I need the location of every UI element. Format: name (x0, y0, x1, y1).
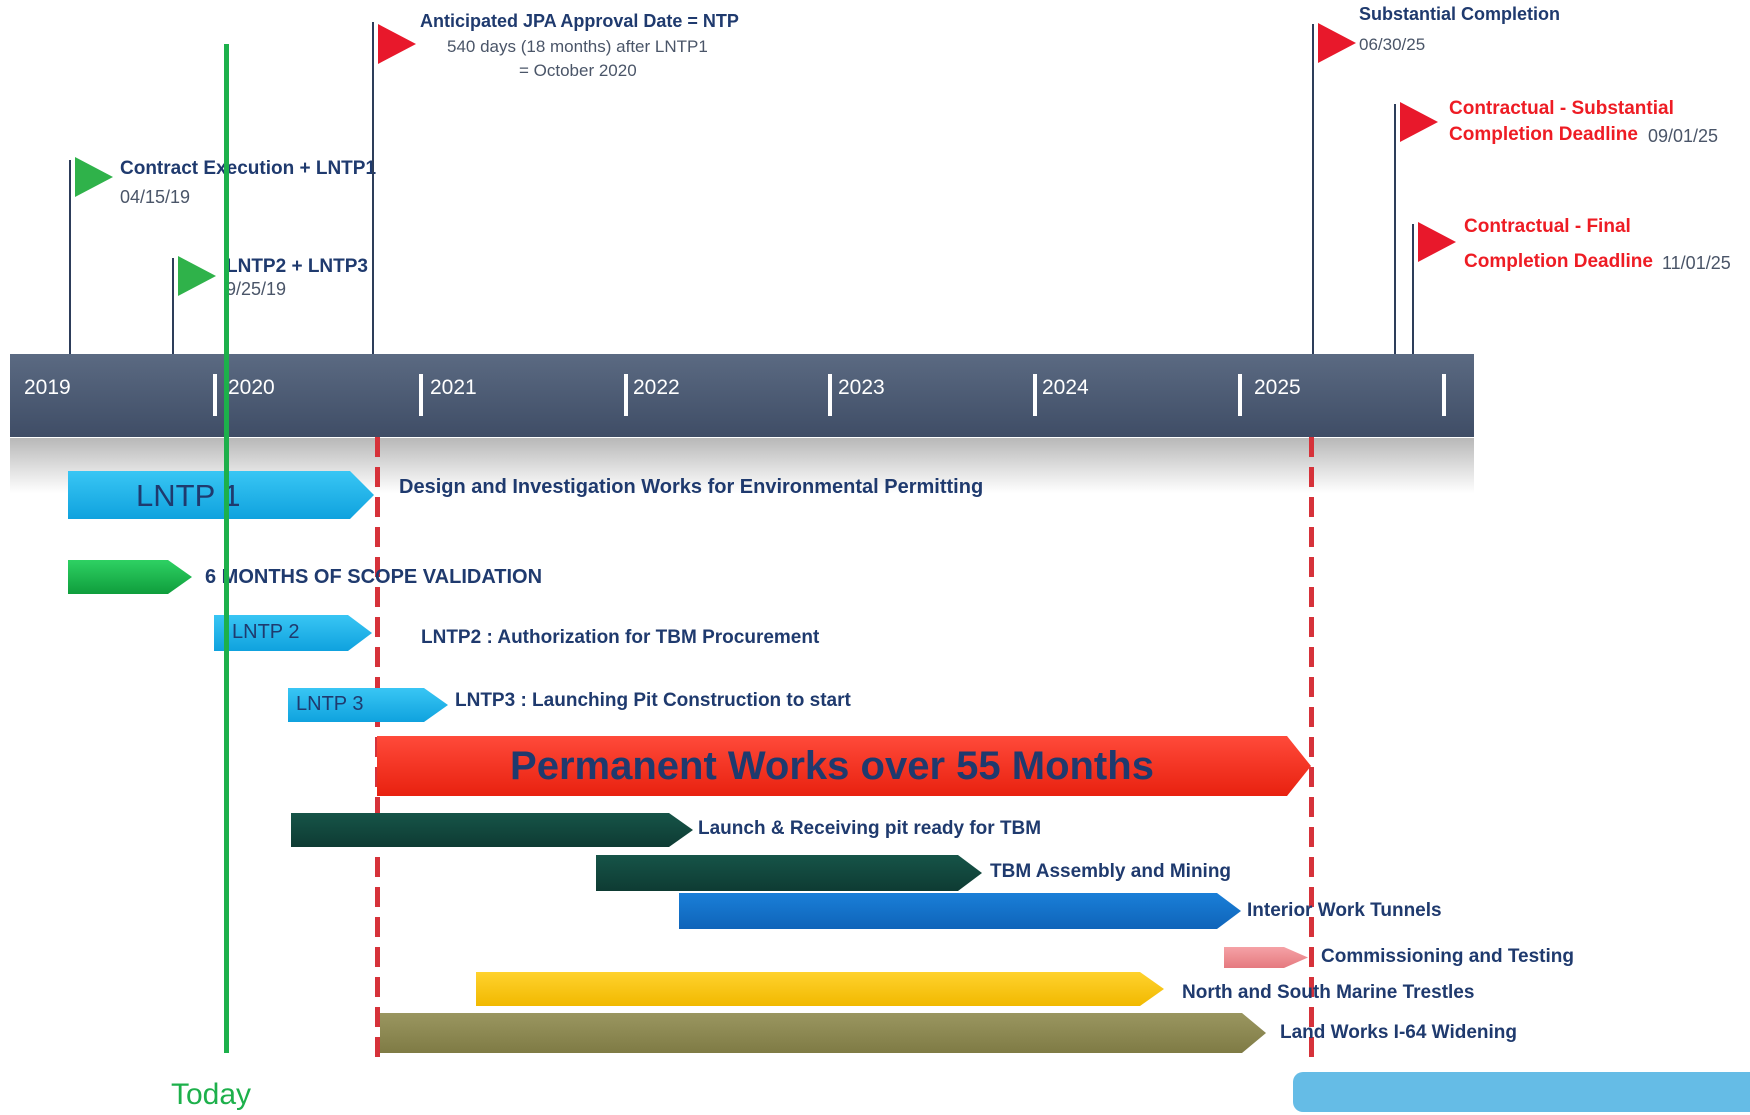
red-flag-icon (1400, 102, 1438, 142)
milestone-contractual-substantial-title1: Contractual - Substantial (1449, 98, 1674, 119)
milestone-pole-jpa (372, 22, 374, 354)
milestone-substantial-title: Substantial Completion (1359, 4, 1561, 24)
commissioning-label: Commissioning and Testing (1321, 946, 1574, 967)
tbm-bar (596, 855, 982, 891)
red-flag-icon (1418, 222, 1456, 262)
interior-work-bar (679, 893, 1241, 929)
permanent-works-label: Permanent Works over 55 Months (510, 744, 1154, 788)
year-tick (1442, 374, 1446, 416)
milestone-contractual-substantial-title2: Completion Deadline (1449, 124, 1638, 145)
timeline-band (10, 354, 1474, 437)
milestone-contractual-final-title1: Contractual - Final (1464, 216, 1631, 237)
lntp1-bar: LNTP 1 (68, 471, 374, 519)
year-label: 2025 (1254, 376, 1301, 399)
lntp2-bar-label: LNTP 2 (232, 621, 300, 643)
milestone-contract-date: 04/15/19 (120, 187, 191, 207)
year-tick (828, 374, 832, 416)
green-flag-icon (75, 157, 113, 197)
year-label: 2024 (1042, 376, 1089, 399)
year-tick (624, 374, 628, 416)
milestone-pole-contract (69, 160, 71, 354)
milestone-pole-lntp23 (172, 258, 174, 354)
lntp1-description: Design and Investigation Works for Envir… (399, 476, 984, 498)
land-works-label: Land Works I-64 Widening (1280, 1022, 1517, 1043)
year-tick (213, 374, 217, 416)
year-tick (1033, 374, 1037, 416)
milestone-pole-contractual-substantial (1394, 104, 1396, 354)
lntp1-bar-label: LNTP 1 (136, 478, 241, 513)
scope-validation-bar (68, 560, 192, 594)
milestone-jpa-title: Anticipated JPA Approval Date = NTP (420, 11, 739, 31)
milestone-pole-contractual-final (1412, 224, 1414, 354)
commissioning-bar (1224, 947, 1308, 968)
launch-pit-label: Launch & Receiving pit ready for TBM (698, 818, 1042, 839)
milestone-jpa-line1: 540 days (18 months) after LNTP1 (447, 37, 708, 56)
lntp2-description: LNTP2 : Authorization for TBM Procuremen… (421, 627, 820, 648)
lntp3-bar-label: LNTP 3 (296, 693, 364, 715)
year-label: 2019 (24, 376, 71, 399)
marine-trestles-label: North and South Marine Trestles (1182, 982, 1475, 1003)
completion-dashed-line (1309, 437, 1314, 1067)
milestone-contractual-substantial-date: 09/01/25 (1648, 126, 1719, 146)
red-flag-icon (378, 24, 416, 64)
milestone-pole-substantial (1312, 24, 1314, 354)
lntp3-bar: LNTP 3 (288, 688, 448, 722)
milestone-substantial-date: 06/30/25 (1359, 35, 1426, 54)
milestone-jpa-line2: = October 2020 (519, 61, 637, 80)
milestone-contract-title: Contract Execution + LNTP1 (120, 158, 377, 179)
year-tick (1238, 374, 1242, 416)
scope-validation-label: 6 MONTHS OF SCOPE VALIDATION (205, 566, 543, 588)
year-tick (419, 374, 423, 416)
lntp3-description: LNTP3 : Launching Pit Construction to st… (455, 690, 851, 711)
year-label: 2022 (633, 376, 680, 399)
red-flag-icon (1318, 23, 1356, 63)
milestone-lntp23-date: 9/25/19 (226, 279, 287, 299)
land-works-bar (380, 1013, 1266, 1053)
green-flag-icon (178, 256, 216, 296)
permanent-works-bar: Permanent Works over 55 Months (377, 736, 1311, 796)
launch-pit-bar (291, 813, 693, 847)
year-label: 2021 (430, 376, 477, 399)
lntp2-bar: LNTP 2 (214, 615, 372, 651)
milestone-contractual-final-date: 11/01/25 (1662, 253, 1731, 273)
milestone-lntp23-title: LNTP2 + LNTP3 (226, 256, 368, 277)
year-label: 2020 (228, 376, 275, 399)
marine-trestles-bar (476, 972, 1164, 1006)
year-label: 2023 (838, 376, 885, 399)
info-box (1293, 1072, 1750, 1112)
tbm-label: TBM Assembly and Mining (990, 861, 1232, 882)
today-line (224, 44, 229, 1053)
milestone-contractual-final-title2: Completion Deadline (1464, 251, 1653, 272)
interior-work-label: Interior Work Tunnels (1247, 900, 1442, 921)
today-label: Today (171, 1078, 252, 1111)
